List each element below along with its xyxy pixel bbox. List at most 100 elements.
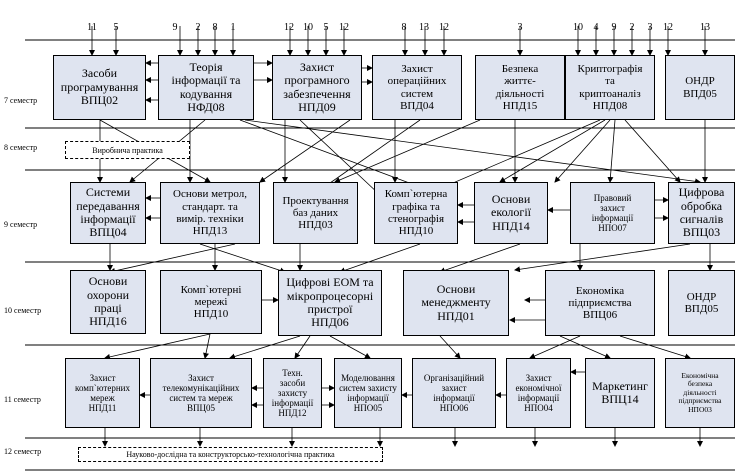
course-text-line: НПД09 [298,99,336,114]
course-text-line: безпека [687,379,713,389]
course-text-line: Організаційний [423,372,485,383]
course-text-line: систем [400,87,434,100]
input-number: 10 [303,22,313,33]
course-text-line: систем захисту [339,382,397,393]
input-number: 9 [172,22,178,33]
semester-label-11: 11 семестр [4,395,41,404]
course-text-line: НПД10 [398,225,434,238]
course-text-line: інформації [80,212,136,226]
semester-label-9: 9 семестр [4,220,38,229]
course-text-line: ОНДР [685,75,715,88]
input-number: 3 [517,22,523,33]
course-text-line: захисту [277,387,308,398]
course-text-line: мікропроцесорні [286,288,374,303]
course-text-line: Основи [491,191,531,206]
course-text-line: ВПЦ04 [89,225,127,240]
course-text-line: охорони [86,287,130,302]
course-text-line: стенографія [387,213,445,225]
course-text-line: ВПД05 [684,303,719,315]
course-text-line: Засоби [81,66,118,81]
course-text-line: Основи метрол, [173,188,247,201]
course-text-line: НПД14 [492,218,530,233]
course-text-line: Техн. [282,367,303,378]
course-text-line: НПО03 [688,404,712,414]
course-text-line: НПД06 [311,315,349,330]
course-text-line: менеджменту [421,295,491,310]
course-text-line: Криптографія [577,62,643,75]
course-text-line: обробка [680,198,723,213]
course-text-line: НФД08 [187,99,225,114]
course-text-line: інформації та [171,73,241,88]
course-text-line: ВПД04 [400,99,434,112]
course-text-line: Правовий [593,192,632,203]
course-text-line: ВПЦ05 [186,403,215,414]
course-text-line: діяльності [495,87,545,100]
input-number: 5 [113,22,119,33]
practice-semester-8: Виробнича практика [65,141,190,159]
course-text-line: НПД16 [89,314,127,329]
course-text-line: Комп`ютерна [384,188,448,201]
course-text-line: операційних [387,75,447,88]
course-text-line: баз даних [292,206,339,219]
input-number: 1 [230,22,236,33]
course-text-line: програмування [60,79,139,94]
course-text-line: програмного [284,73,350,88]
input-number: 12 [663,22,673,33]
course-text-line: пристрої [307,302,353,316]
course-text-line: сигналів [679,212,724,226]
course-text-line: та [605,75,615,88]
course-text-line: мереж [90,393,115,403]
course-text-line: НПД11 [88,403,117,414]
input-number: 8 [401,22,407,33]
course-text-line: НПД12 [278,408,307,419]
input-number: 4 [593,22,599,33]
semester-label-7: 7 семестр [4,96,38,105]
course-text-line: НПД10 [193,308,229,321]
course-text-line: графіка та [392,200,440,213]
course-text-line: економічної [515,382,562,393]
course-text-line: ВПЦ02 [80,93,119,108]
course-text-line: Маркетинг [592,378,648,393]
semester-label-12: 12 семестр [4,447,42,456]
course-text-line: НПД13 [192,225,228,238]
course-text-line: Захист [89,372,116,383]
course-text-line: Комп`ютерні [180,283,242,296]
course-text-line: засоби [279,377,306,388]
course-text-line: Теорія [189,59,223,74]
course-text-line: праці [94,301,122,315]
input-number: 3 [647,22,653,33]
course-text-line: Економічна [681,371,719,381]
course-text-line: інформації [347,393,389,403]
semester-label-8: 8 семестр [4,143,38,152]
course-text-line: Основи [88,274,128,289]
